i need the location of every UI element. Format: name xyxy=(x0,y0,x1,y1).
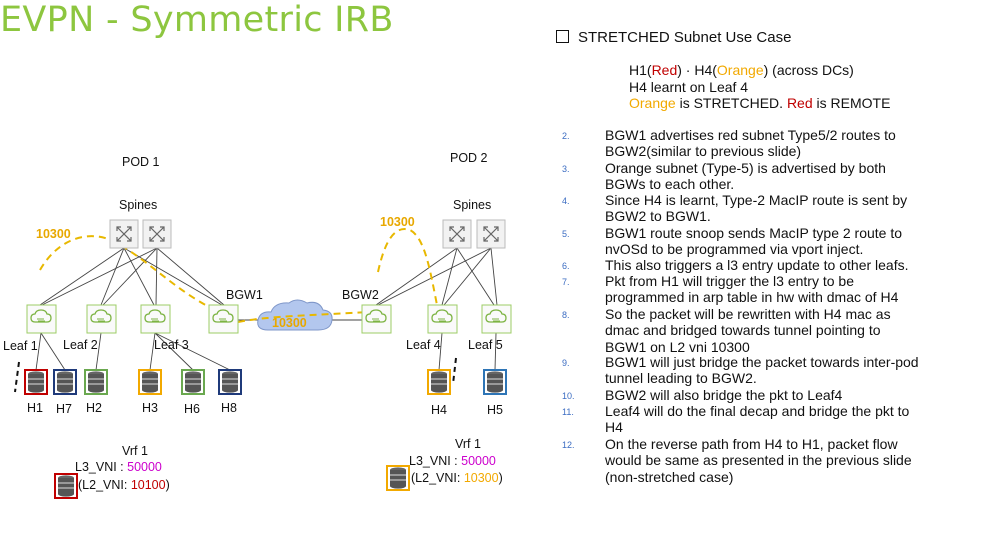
use-case-line-3: Orange is STRETCHED. Red is REMOTE xyxy=(629,95,891,111)
use-case-line-2: H4 learnt on Leaf 4 xyxy=(629,79,749,95)
pod2-spine-1 xyxy=(442,219,472,249)
vrf-right-l2: (L2_VNI: 10300) xyxy=(411,471,503,485)
host-h8-label: H8 xyxy=(221,401,237,415)
host-h2-label: H2 xyxy=(86,401,102,415)
host-h6-label: H6 xyxy=(184,402,200,416)
vrf-right-server-icon xyxy=(386,465,410,491)
tunnel-vni-label: 10300 xyxy=(272,316,307,330)
host-h2-server xyxy=(84,369,108,395)
bgw1-switch xyxy=(208,304,239,334)
vrf-left-l2: (L2_VNI: 10100) xyxy=(78,478,170,492)
vrf-left-name: Vrf 1 xyxy=(122,444,148,458)
pod2-links xyxy=(375,247,498,306)
pod1-spine-1 xyxy=(109,219,139,249)
pod2-vni-arc xyxy=(377,228,438,306)
pod1-vni-arc xyxy=(39,235,216,311)
host-h7-label: H7 xyxy=(56,402,72,416)
pod2-spines-label: Spines xyxy=(453,198,492,212)
pod1-spine-2 xyxy=(142,219,172,249)
bgw2-switch xyxy=(361,304,392,334)
leaf-2-label: Leaf 2 xyxy=(63,338,98,352)
leaf-4-switch xyxy=(427,304,458,334)
host-h1-server xyxy=(24,369,48,395)
checkbox-icon xyxy=(556,30,569,43)
pod2-spine-2 xyxy=(476,219,506,249)
pod2-vni-label: 10300 xyxy=(380,215,415,229)
vrf-right-l3: L3_VNI : 50000 xyxy=(409,454,496,468)
leaf-3-switch xyxy=(140,304,171,334)
use-case-heading: STRETCHED Subnet Use Case xyxy=(556,29,791,46)
pod1-vni-label: 10300 xyxy=(36,227,71,241)
host-h4-server xyxy=(427,369,451,395)
host-h3-server xyxy=(138,369,162,395)
slide-title: EVPN - Symmetric IRB xyxy=(0,0,394,40)
leaf-1-label: Leaf 1 xyxy=(3,339,38,353)
cloud-icon xyxy=(257,299,333,331)
host-h5-label: H5 xyxy=(487,403,503,417)
host-h8-server xyxy=(218,369,242,395)
leaf-4-label: Leaf 4 xyxy=(406,338,441,352)
vrf-left-l3: L3_VNI : 50000 xyxy=(75,460,162,474)
host-h4-label: H4 xyxy=(431,403,447,417)
bgw1-label: BGW1 xyxy=(226,288,263,302)
leaf-1-switch xyxy=(26,304,57,334)
leaf-5-switch xyxy=(481,304,512,334)
vrf-right-name: Vrf 1 xyxy=(455,437,481,451)
leaf-2-switch xyxy=(86,304,117,334)
pod1-spines-label: Spines xyxy=(119,198,158,212)
vrf-left-server-icon xyxy=(54,473,78,499)
host-links xyxy=(35,332,497,371)
pod1-label: POD 1 xyxy=(122,155,160,169)
pod2-label: POD 2 xyxy=(450,151,488,165)
leaf-3-label: Leaf 3 xyxy=(154,338,189,352)
use-case-line-1: H1(Red) · H4(Orange) (across DCs) xyxy=(629,62,854,78)
pod1-links xyxy=(39,247,225,306)
host-h5-server xyxy=(483,369,507,395)
host-h6-server xyxy=(181,369,205,395)
host-h1-label: H1 xyxy=(27,401,43,415)
bgw2-label: BGW2 xyxy=(342,288,379,302)
host-h3-label: H3 xyxy=(142,401,158,415)
host-h7-server xyxy=(53,369,77,395)
leaf-5-label: Leaf 5 xyxy=(468,338,503,352)
tunnel-line xyxy=(237,311,369,323)
